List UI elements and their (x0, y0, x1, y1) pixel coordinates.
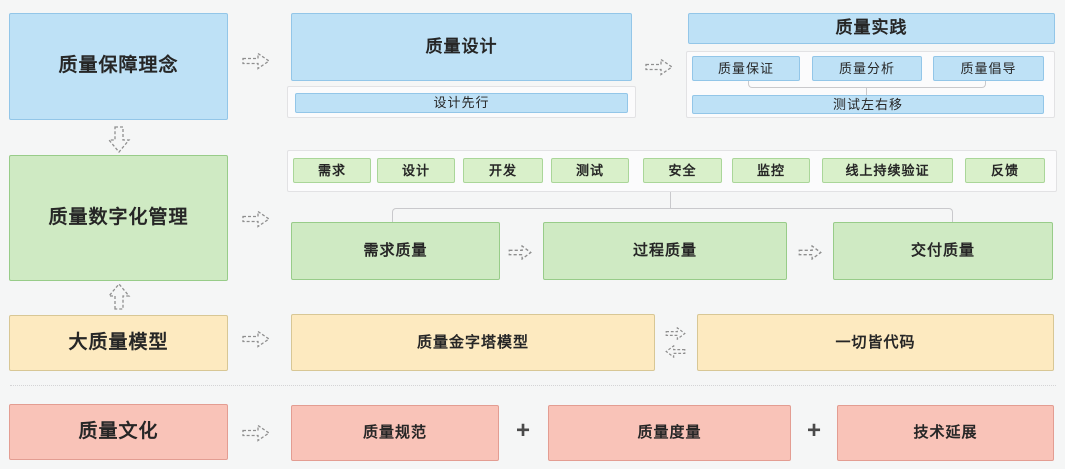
box-quality-pyramid-model: 质量金字塔模型 (291, 314, 655, 371)
connector-practice-stub (866, 88, 867, 95)
arrow-down-icon (107, 126, 131, 153)
stage-monitoring: 监控 (732, 158, 810, 183)
divider-line (10, 385, 1056, 386)
stage-development: 开发 (463, 158, 543, 183)
plus-sign: + (806, 417, 821, 444)
box-quality-culture: 质量文化 (9, 404, 228, 460)
box-requirement-quality: 需求质量 (291, 222, 500, 280)
box-everything-as-code: 一切皆代码 (697, 314, 1054, 371)
box-tech-extension: 技术延展 (837, 405, 1054, 461)
box-quality-advocacy: 质量倡导 (933, 56, 1044, 81)
box-process-quality: 过程质量 (543, 222, 787, 280)
box-test-shift: 测试左右移 (692, 95, 1044, 114)
box-quality-assurance: 质量保证 (692, 56, 800, 81)
stage-feedback: 反馈 (965, 158, 1045, 183)
arrow-bidir-left-icon (665, 345, 686, 358)
stage-testing: 测试 (551, 158, 629, 183)
arrow-up-icon (107, 283, 131, 310)
box-quality-standard: 质量规范 (291, 405, 499, 461)
box-quality-digital-management: 质量数字化管理 (9, 155, 228, 281)
box-quality-practice-title: 质量实践 (688, 13, 1055, 44)
arrow-culture-right-icon (242, 424, 270, 442)
box-design-first: 设计先行 (295, 93, 628, 113)
arrow-process-to-delivery-icon (798, 245, 822, 260)
arrow-bidir-right-icon (665, 327, 686, 340)
arrow-philosophy-right-icon (242, 52, 270, 70)
box-big-quality-model: 大质量模型 (9, 315, 228, 371)
connector-pipeline-stub (670, 192, 671, 209)
stage-requirements: 需求 (293, 158, 371, 183)
arrow-model-right-icon (242, 330, 270, 348)
box-quality-analysis: 质量分析 (812, 56, 922, 81)
arrow-design-to-practice-icon (645, 58, 673, 76)
arrow-req-to-process-icon (508, 245, 532, 260)
stage-online-verification: 线上持续验证 (822, 158, 953, 183)
box-quality-assurance-philosophy: 质量保障理念 (9, 13, 228, 120)
stage-design: 设计 (377, 158, 455, 183)
connector-practice-bracket (748, 81, 986, 88)
arrow-digital-right-icon (242, 210, 270, 228)
box-quality-metrics: 质量度量 (548, 405, 791, 461)
box-delivery-quality: 交付质量 (833, 222, 1053, 280)
connector-pipeline-bracket (392, 208, 953, 222)
stage-security: 安全 (643, 158, 722, 183)
box-quality-design: 质量设计 (291, 13, 632, 81)
plus-sign: + (515, 417, 530, 444)
